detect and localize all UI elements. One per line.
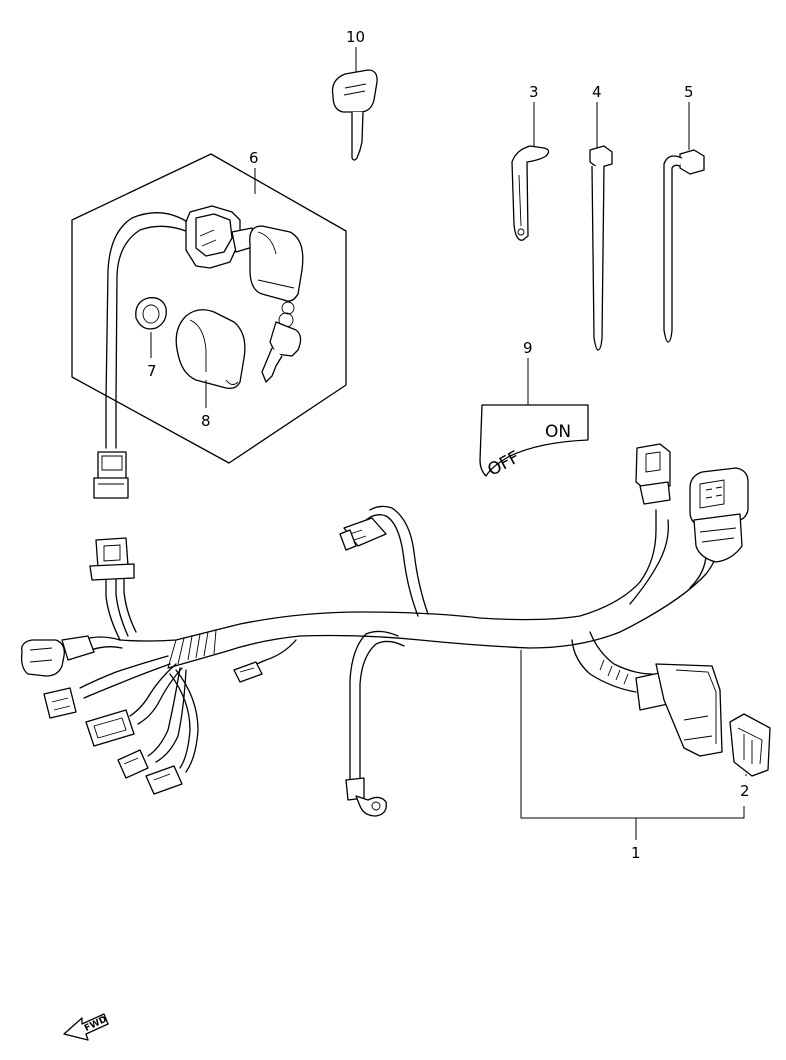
callout-2: 2 — [740, 782, 750, 800]
part-5-clip-tie — [663, 149, 705, 343]
part-4-cable-tie — [589, 145, 613, 351]
decal-on-text: ON — [545, 422, 571, 442]
callout-6: 6 — [249, 149, 259, 167]
part-8-cover — [175, 309, 246, 390]
callout-9: 9 — [523, 339, 533, 357]
callout-3: 3 — [529, 83, 539, 101]
callout-4: 4 — [592, 83, 602, 101]
callout-1: 1 — [631, 844, 641, 862]
part-6-switch-connector — [93, 451, 129, 499]
callout-7: 7 — [147, 362, 157, 380]
part-3-clamp — [511, 145, 550, 241]
part-9-decal: OFF ON — [479, 404, 589, 481]
callout-8: 8 — [201, 412, 211, 430]
part-7-nut — [135, 297, 167, 330]
part-1-wiring-harness — [20, 443, 771, 817]
callout-5: 5 — [684, 83, 694, 101]
part-6-ignition-switch — [105, 205, 304, 449]
fwd-arrow-icon: FWD — [63, 1013, 109, 1041]
part-6-kit-outline — [71, 153, 347, 464]
callout-10: 10 — [346, 28, 365, 46]
part-10-key — [331, 69, 378, 161]
